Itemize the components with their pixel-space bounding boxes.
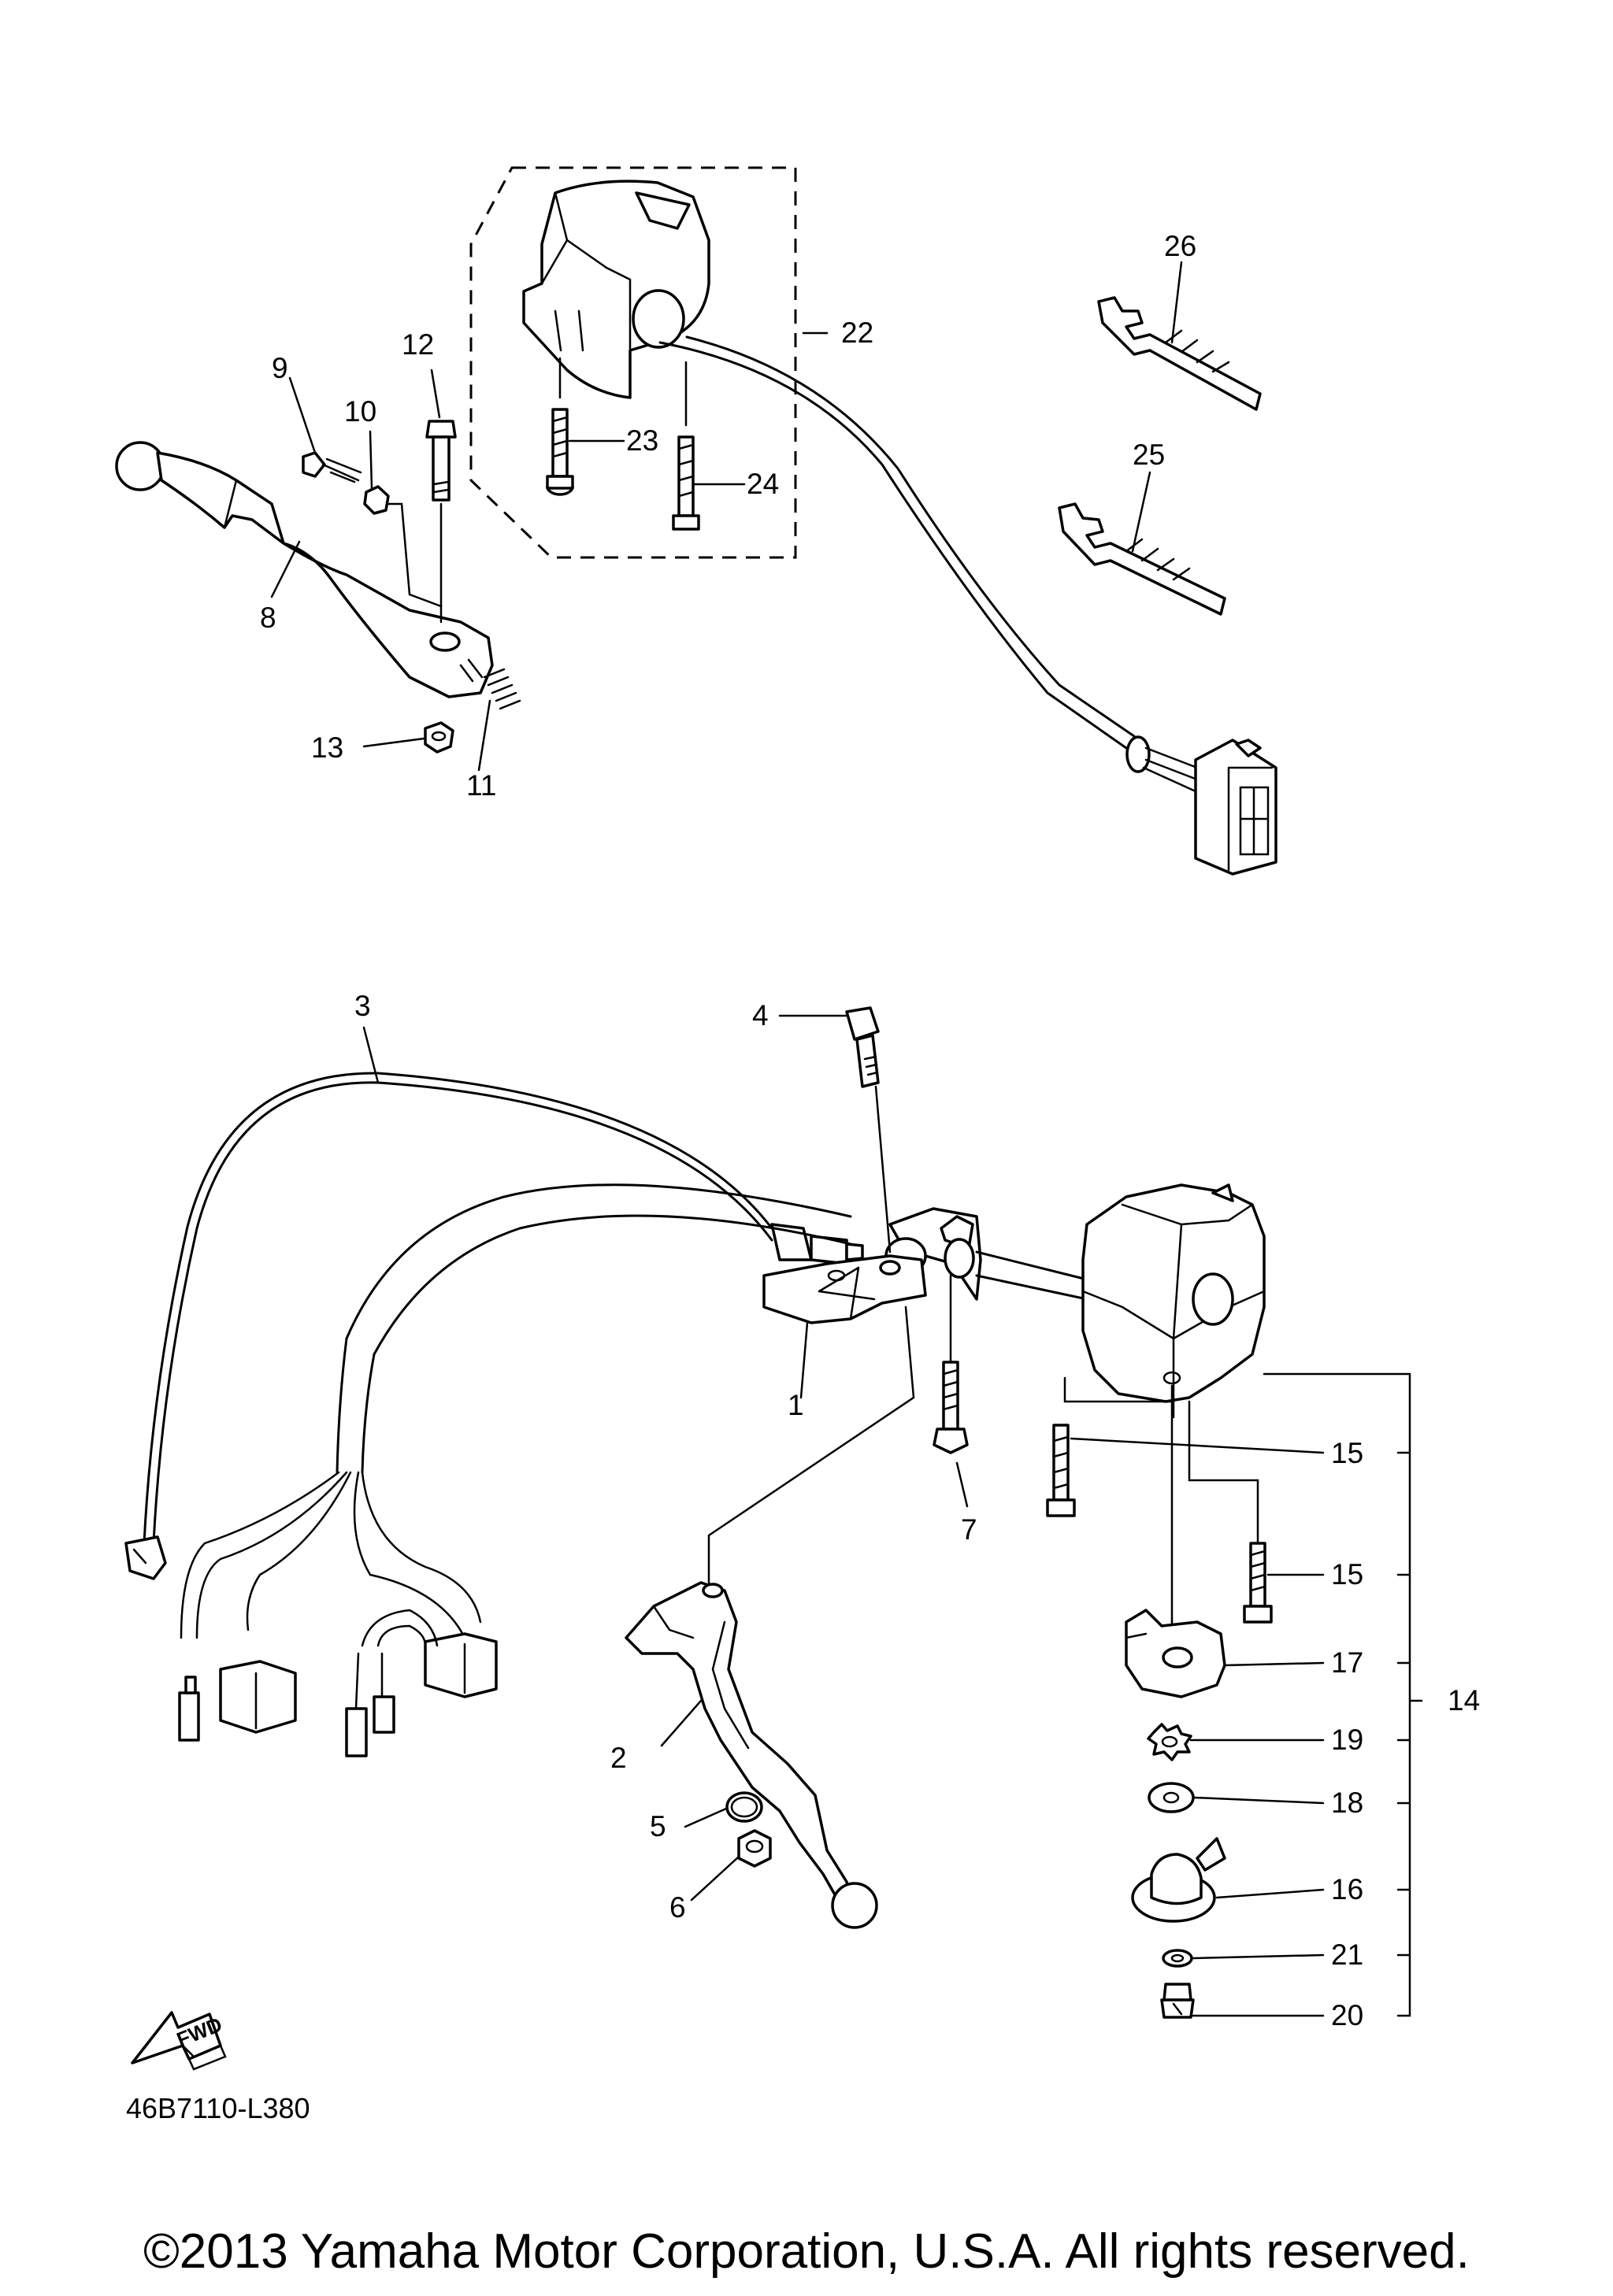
part-17	[1125, 1609, 1226, 1698]
switch-harness-upper	[658, 335, 1277, 876]
assembly-boundary-22	[469, 166, 797, 559]
part-19	[1147, 1723, 1192, 1761]
callout-7: 7	[961, 1513, 977, 1546]
callout-19: 19	[1331, 1724, 1363, 1756]
callout-14: 14	[1448, 1684, 1480, 1716]
part-18	[1148, 1782, 1195, 1813]
drawing-code: 46B7110-L380	[126, 2092, 310, 2124]
cable-tie-26	[1097, 296, 1262, 411]
screw-15-lower	[1243, 1542, 1273, 1624]
callout-2: 2	[610, 1742, 627, 1774]
spring-11	[483, 668, 521, 710]
bolt-12	[425, 420, 457, 502]
screw-7	[933, 1361, 969, 1454]
callout-15a: 15	[1331, 1437, 1363, 1469]
cable-3	[124, 1072, 864, 1580]
nut-10	[363, 485, 390, 515]
callout-6: 6	[669, 1891, 686, 1924]
bolt-4	[845, 1006, 880, 1088]
callout-25: 25	[1133, 439, 1165, 471]
callout-9: 9	[272, 352, 288, 384]
callout-8: 8	[260, 602, 276, 634]
leader-lines	[270, 261, 1423, 2017]
callout-1: 1	[788, 1389, 804, 1421]
callout-15b: 15	[1331, 1558, 1363, 1591]
callout-10: 10	[344, 395, 376, 428]
handlebar-switch-upper	[522, 180, 710, 399]
nut-13	[424, 721, 454, 754]
callout-13: 13	[311, 731, 343, 764]
callout-24: 24	[747, 468, 779, 500]
screw-23	[546, 408, 574, 496]
o-ring-5	[725, 1791, 763, 1823]
callout-12: 12	[402, 328, 434, 361]
copyright-notice: ©2013 Yamaha Motor Corporation, U.S.A. A…	[143, 2224, 1470, 2279]
screw-15-upper	[1046, 1424, 1076, 1517]
fwd-arrow-icon: FWD	[131, 2011, 227, 2071]
callout-26: 26	[1164, 230, 1196, 262]
callout-18: 18	[1331, 1787, 1363, 1819]
screw-24	[672, 435, 700, 531]
screw-9	[302, 451, 362, 483]
screw-20	[1160, 1983, 1195, 2019]
nut-6	[737, 1829, 772, 1868]
callout-11: 11	[466, 769, 496, 802]
callout-16: 16	[1331, 1873, 1363, 1905]
callout-20: 20	[1331, 1999, 1363, 2031]
lever-8	[115, 441, 494, 698]
callout-21: 21	[1331, 1939, 1363, 1971]
cable-tie-25	[1058, 502, 1226, 616]
throttle-switch-housing	[1081, 1183, 1266, 1403]
lever-holder-1	[762, 1207, 982, 1324]
part-16	[1131, 1837, 1226, 1923]
callout-3: 3	[354, 990, 371, 1022]
callout-17: 17	[1331, 1646, 1363, 1679]
wiring-harness	[178, 1183, 852, 1757]
part-21	[1162, 1949, 1193, 1968]
callout-22: 22	[841, 317, 873, 349]
callout-5: 5	[650, 1810, 666, 1842]
callout-4: 4	[752, 999, 769, 1031]
callout-23: 23	[626, 424, 658, 457]
lever-2	[625, 1581, 878, 1929]
